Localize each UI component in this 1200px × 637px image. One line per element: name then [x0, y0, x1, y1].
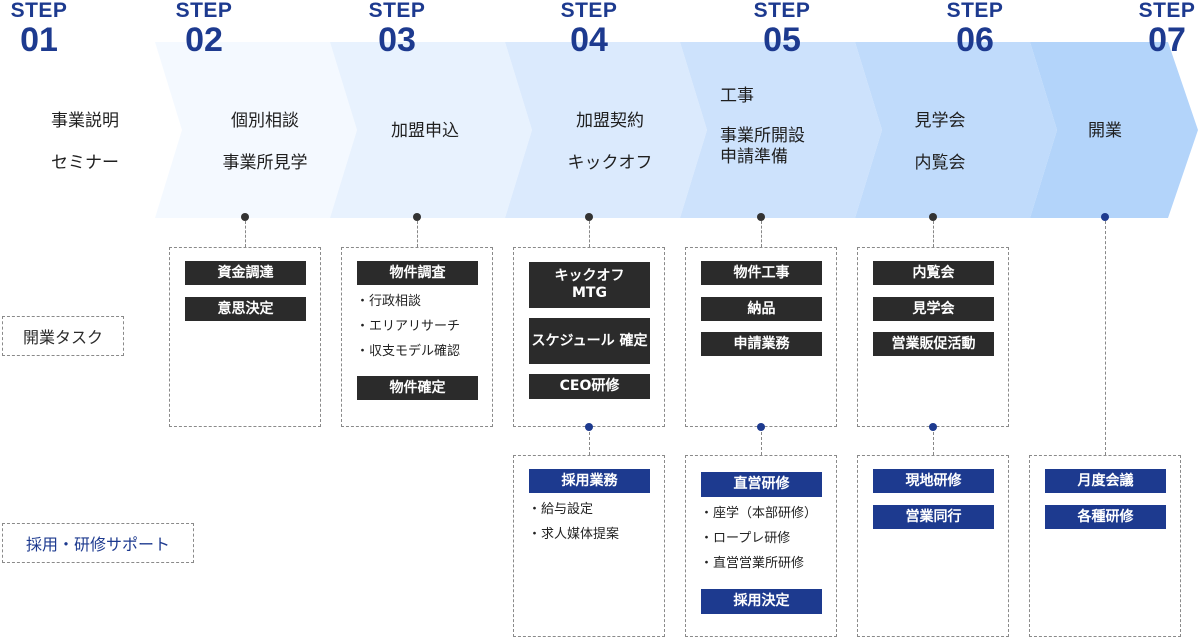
- task-bullet: ・エリアリサーチ: [356, 319, 461, 334]
- connector-dot: [413, 213, 421, 221]
- connector-dot: [757, 423, 765, 431]
- step-label: STEP: [10, 0, 68, 22]
- step-label: STEP: [1138, 0, 1196, 22]
- step-02-header: STEP 02: [159, 0, 249, 58]
- step-02-title: 個別相談 事業所見学: [222, 111, 308, 173]
- support-tag: 営業同行: [873, 505, 994, 529]
- step-number: 02: [185, 21, 223, 59]
- support-bullet: ・座学（本部研修）: [700, 506, 818, 521]
- task-tag: 納品: [701, 297, 822, 321]
- connector-line: [933, 221, 934, 247]
- task-tag: キックオフ MTG: [529, 262, 650, 308]
- support-box-step-06: 現地研修 営業同行: [857, 455, 1009, 637]
- connector-line: [589, 221, 590, 247]
- support-box-step-05: 直営研修 ・座学（本部研修） ・ロープレ研修 ・直営営業所研修 採用決定: [685, 455, 837, 637]
- step-03-header: STEP 03: [352, 0, 442, 58]
- step-01-title: 事業説明 セミナー: [51, 111, 119, 173]
- support-tag: 現地研修: [873, 469, 994, 493]
- connector-line: [933, 427, 934, 455]
- support-tag: 各種研修: [1045, 505, 1166, 529]
- task-box-step-06: 内覧会 見学会 営業販促活動: [857, 247, 1009, 427]
- step-03-title: 加盟申込: [391, 121, 459, 141]
- support-box-step-04: 採用業務 ・給与設定 ・求人媒体提案: [513, 455, 665, 637]
- task-tag: 申請業務: [701, 332, 822, 356]
- connector-dot: [929, 423, 937, 431]
- connector-dot: [1101, 213, 1109, 221]
- connector-dot: [585, 423, 593, 431]
- connector-line: [1105, 221, 1106, 455]
- task-bullet: ・収支モデル確認: [356, 344, 461, 359]
- step-07-header: STEP 07: [1122, 0, 1200, 58]
- step-label: STEP: [946, 0, 1004, 22]
- task-tag: 営業販促活動: [873, 332, 994, 356]
- support-tag: 採用決定: [701, 589, 822, 614]
- step-number: 01: [20, 21, 58, 59]
- support-bullet: ・直営営業所研修: [700, 556, 805, 571]
- connector-dot: [757, 213, 765, 221]
- task-box-step-02: 資金調達 意思決定: [169, 247, 321, 427]
- support-tag: 採用業務: [529, 469, 650, 493]
- task-tag: 物件調査: [357, 261, 478, 285]
- support-box-step-07: 月度会議 各種研修: [1029, 455, 1181, 637]
- step-04-title: 加盟契約 キックオフ: [567, 111, 653, 173]
- task-tag: 意思決定: [185, 297, 306, 321]
- task-box-step-04: キックオフ MTG スケジュール 確定 CEO研修: [513, 247, 665, 427]
- support-bullet: ・給与設定: [528, 502, 594, 517]
- task-tag: 資金調達: [185, 261, 306, 285]
- connector-line: [761, 221, 762, 247]
- support-tag: 直営研修: [701, 472, 822, 497]
- task-tag: スケジュール 確定: [529, 318, 650, 364]
- row-label-opening-tasks: 開業タスク: [2, 316, 124, 356]
- step-number: 06: [956, 21, 994, 59]
- task-box-step-03: 物件調査 ・行政相談 ・エリアリサーチ ・収支モデル確認 物件確定: [341, 247, 493, 427]
- connector-line: [589, 427, 590, 455]
- support-bullet: ・求人媒体提案: [528, 527, 620, 542]
- step-number: 07: [1148, 21, 1186, 59]
- task-tag: 見学会: [873, 297, 994, 321]
- step-05-title: 工事 事業所開設 申請準備: [720, 86, 805, 167]
- task-tag: 物件工事: [701, 261, 822, 285]
- task-box-step-05: 物件工事 納品 申請業務: [685, 247, 837, 427]
- step-06-header: STEP 06: [930, 0, 1020, 58]
- connector-dot: [241, 213, 249, 221]
- step-07-title: 開業: [1088, 121, 1122, 141]
- step-number: 03: [378, 21, 416, 59]
- task-tag: 物件確定: [357, 376, 478, 400]
- step-06-title: 見学会 内覧会: [914, 111, 966, 173]
- row-label-recruit-training-support: 採用・研修サポート: [2, 523, 194, 563]
- task-bullet: ・行政相談: [356, 294, 422, 309]
- connector-dot: [929, 213, 937, 221]
- step-05-header: STEP 05: [737, 0, 827, 58]
- step-04-header: STEP 04: [544, 0, 634, 58]
- connector-dot: [585, 213, 593, 221]
- support-bullet: ・ロープレ研修: [700, 531, 791, 546]
- step-label: STEP: [368, 0, 426, 22]
- task-tag: 内覧会: [873, 261, 994, 285]
- step-label: STEP: [560, 0, 618, 22]
- connector-line: [761, 427, 762, 455]
- step-number: 04: [570, 21, 608, 59]
- step-number: 05: [763, 21, 801, 59]
- step-label: STEP: [753, 0, 811, 22]
- support-tag: 月度会議: [1045, 469, 1166, 493]
- step-01-header: STEP 01: [0, 0, 84, 58]
- step-label: STEP: [175, 0, 233, 22]
- connector-line: [245, 221, 246, 247]
- connector-line: [417, 221, 418, 247]
- task-tag: CEO研修: [529, 374, 650, 399]
